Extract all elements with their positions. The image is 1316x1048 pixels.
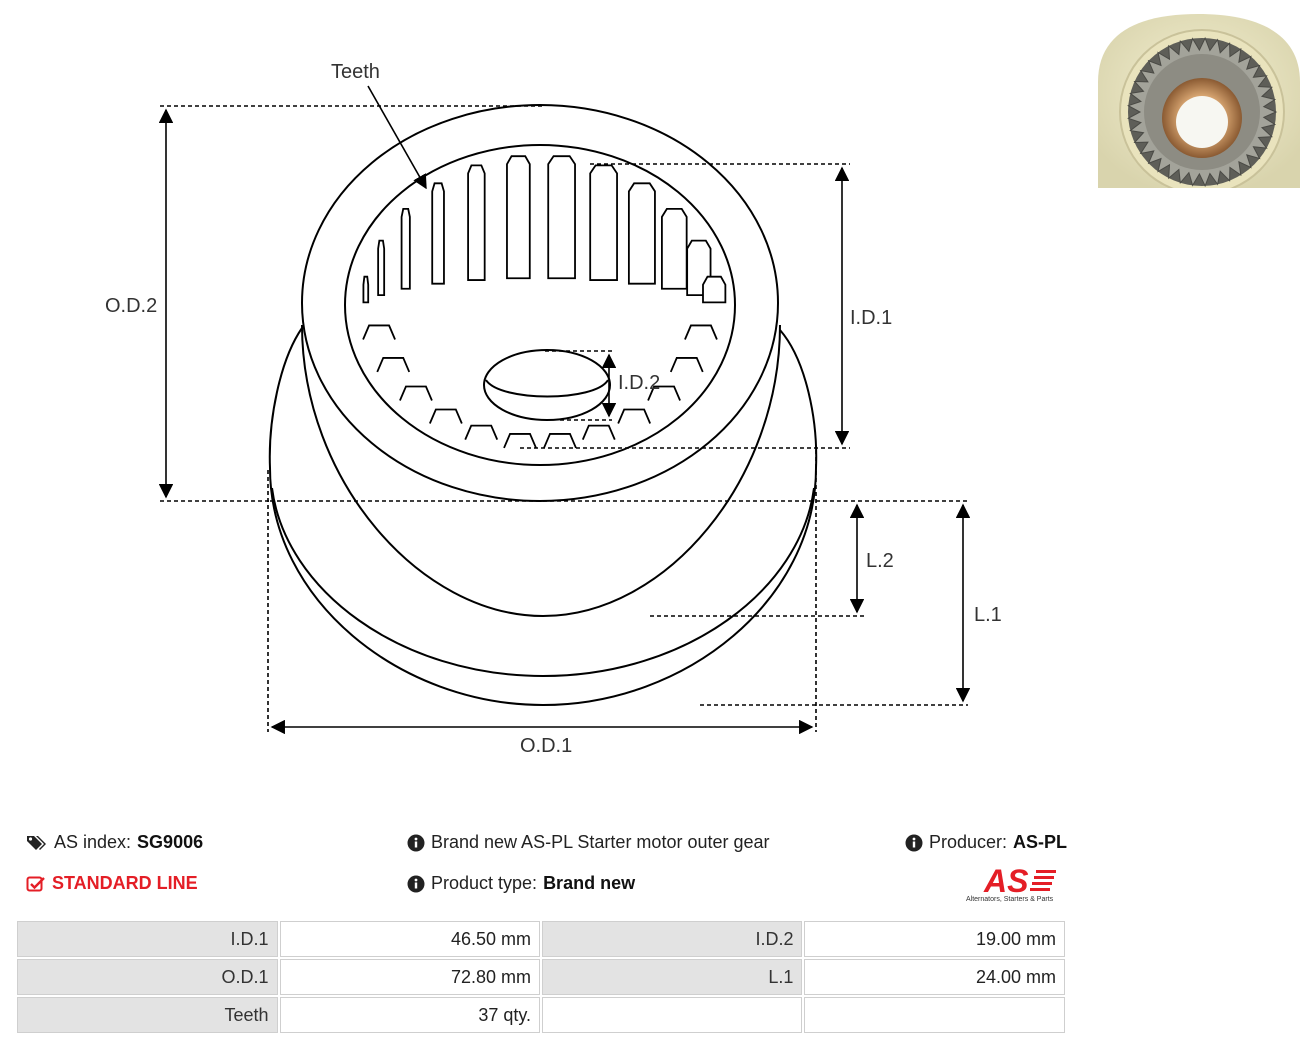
tooth: [627, 182, 656, 285]
tooth: [647, 385, 681, 401]
tooth: [400, 208, 411, 290]
tooth: [362, 324, 396, 340]
label-od2: O.D.2: [105, 295, 157, 317]
producer-value: AS-PL: [1013, 832, 1068, 852]
base-left-side: [268, 327, 303, 469]
description-row: Brand new AS-PL Starter motor outer gear: [407, 832, 770, 853]
producer-label: Producer:: [929, 832, 1008, 852]
tooth: [464, 424, 499, 440]
tags-icon: [27, 835, 46, 850]
spec-label: I.D.2: [542, 921, 803, 957]
internal-teeth: [362, 155, 727, 449]
tooth: [431, 182, 445, 285]
spec-label: I.D.1: [17, 921, 278, 957]
base-bottom-arc: [269, 467, 817, 707]
spec-empty-cell: [804, 997, 1065, 1033]
product-type-row: Product type: Brand new: [407, 873, 635, 894]
product-photo: [1090, 12, 1306, 188]
tooth: [362, 275, 370, 304]
as-index-row: AS index: SG9006: [26, 832, 203, 853]
label-od1: O.D.1: [520, 735, 572, 757]
tooth: [543, 433, 577, 449]
center-hole-depth: [485, 379, 609, 398]
product-type-label: Product type:: [431, 873, 538, 893]
check-square-icon: [26, 876, 45, 891]
specification-table: I.D.1 46.50 mm I.D.2 19.00 mm O.D.1 72.8…: [15, 919, 1067, 1035]
label-l1: L.1: [974, 604, 1002, 626]
body-lower-arc: [301, 324, 781, 618]
inner-bore: [344, 144, 736, 466]
info-icon: [407, 834, 425, 851]
spec-label: Teeth: [17, 997, 278, 1033]
info-icon: [407, 875, 425, 892]
spec-value: 46.50 mm: [279, 921, 541, 957]
spec-empty-cell: [542, 997, 803, 1033]
tooth: [503, 433, 537, 449]
table-row: I.D.1 46.50 mm I.D.2 19.00 mm: [17, 921, 1065, 957]
tooth: [702, 275, 727, 304]
table-row: O.D.1 72.80 mm L.1 24.00 mm: [17, 959, 1065, 995]
teeth-leader-line: [367, 85, 427, 190]
tooth: [547, 155, 576, 280]
spec-value: 24.00 mm: [804, 959, 1065, 995]
product-description: Brand new AS-PL Starter motor outer gear: [431, 832, 770, 852]
as-index-label: AS index:: [54, 832, 132, 852]
spec-value: 72.80 mm: [279, 959, 541, 995]
spec-value: 37 qty.: [279, 997, 541, 1033]
tooth: [684, 324, 718, 340]
info-icon: [905, 834, 923, 851]
gear-technical-drawing: Teeth O.D.2 I.D.1 I.D.2 L.2 L.1 O.D.1: [105, 61, 1002, 757]
tooth: [376, 357, 411, 373]
as-pl-logo: AS Alternators, Starters & Parts: [962, 863, 1068, 908]
label-id1: I.D.1: [850, 307, 892, 329]
product-line-row: STANDARD LINE: [26, 873, 198, 894]
spec-label: L.1: [542, 959, 803, 995]
producer-row: Producer: AS-PL: [905, 832, 1067, 853]
tooth: [429, 408, 463, 424]
table-row: Teeth 37 qty.: [17, 997, 1065, 1033]
product-type-value: Brand new: [543, 873, 636, 893]
logo-mark: AS: [983, 864, 1029, 896]
logo-tagline: Alternators, Starters & Parts: [966, 896, 1054, 903]
tooth: [377, 239, 386, 297]
spec-value: 19.00 mm: [804, 921, 1065, 957]
tooth: [617, 408, 651, 424]
base-middle-arc: [271, 487, 815, 678]
label-l2: L.2: [866, 550, 894, 572]
tooth: [581, 424, 616, 440]
tooth: [661, 208, 688, 290]
center-hole: [483, 349, 611, 421]
spec-label: O.D.1: [17, 959, 278, 995]
tooth: [506, 155, 531, 280]
tooth: [467, 164, 486, 281]
tooth: [589, 164, 618, 281]
label-teeth: Teeth: [331, 61, 380, 83]
tooth: [669, 357, 704, 373]
tooth: [399, 385, 433, 401]
label-id2: I.D.2: [618, 372, 660, 394]
as-index-value: SG9006: [137, 832, 204, 852]
standard-line-label: STANDARD LINE: [52, 873, 198, 893]
